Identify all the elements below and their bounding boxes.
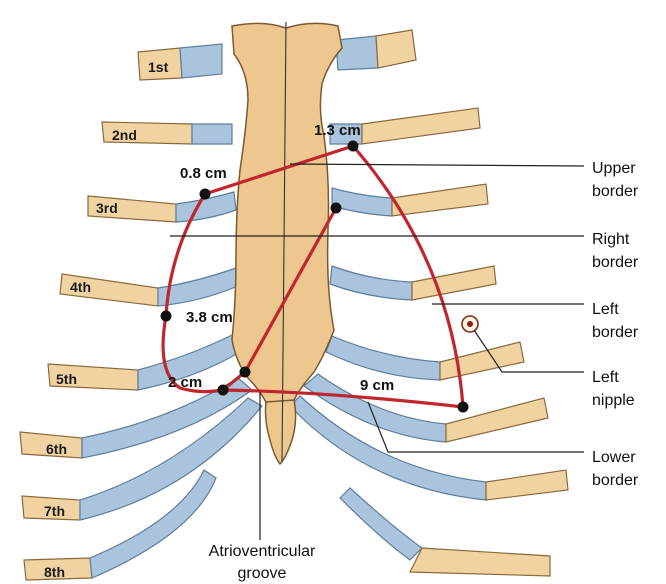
rib-2-left xyxy=(362,108,480,144)
xiphoid-process xyxy=(266,400,296,464)
measure-upper-right: 0.8 cm xyxy=(180,165,227,182)
point-apex xyxy=(458,402,469,413)
rib-label-5: 5th xyxy=(56,371,77,387)
label-right-border-2: border xyxy=(592,254,639,271)
cartilage-2-right xyxy=(192,124,232,144)
measure-right-border: 3.8 cm xyxy=(186,309,233,326)
rib-1-left xyxy=(376,30,416,68)
rib-label-4: 4th xyxy=(70,279,91,295)
cartilage-5-left xyxy=(326,336,440,380)
label-upper-border-1: Upper xyxy=(592,160,636,177)
label-av-groove-1: Atrioventricular xyxy=(209,543,316,560)
point-lower-right xyxy=(218,385,229,396)
cartilage-3-left xyxy=(332,188,392,216)
label-upper-border-2: border xyxy=(592,183,639,200)
sternum-body xyxy=(232,23,342,402)
label-right-border-1: Right xyxy=(592,231,630,248)
cartilage-1-right xyxy=(180,44,222,78)
label-left-border-2: border xyxy=(592,324,639,341)
label-left-nipple-2: nipple xyxy=(592,392,635,409)
left-ribs xyxy=(290,30,568,576)
label-left-nipple-1: Left xyxy=(592,369,619,386)
rib-8-left xyxy=(410,548,550,576)
label-lower-border-1: Lower xyxy=(592,449,636,466)
rib-label-2: 2nd xyxy=(112,127,137,143)
leader-upper-border xyxy=(290,164,584,166)
cartilage-4-left xyxy=(330,266,412,300)
rib-4-left xyxy=(412,266,496,300)
rib-label-8: 8th xyxy=(44,564,65,580)
measure-upper-left: 1.3 cm xyxy=(314,122,361,139)
rib-7-left xyxy=(486,470,568,500)
cartilage-8-left xyxy=(340,488,422,560)
rib-label-7: 7th xyxy=(44,503,65,519)
point-right-border xyxy=(161,311,172,322)
measure-lower-left: 9 cm xyxy=(360,377,394,394)
cartilage-1-left xyxy=(336,36,378,70)
rib-label-3: 3rd xyxy=(96,200,118,216)
rib-label-1: 1st xyxy=(148,59,169,75)
point-av-upper xyxy=(331,203,342,214)
point-av-lower xyxy=(240,367,251,378)
point-upper-right xyxy=(200,189,211,200)
label-av-groove-2: groove xyxy=(238,565,287,582)
rib-5-left xyxy=(440,342,524,380)
rib-label-6: 6th xyxy=(46,441,67,457)
label-lower-border-2: border xyxy=(592,472,639,489)
left-nipple-marker xyxy=(462,316,478,332)
point-upper-left xyxy=(348,141,359,152)
label-left-border-1: Left xyxy=(592,301,619,318)
rib-3-left xyxy=(392,184,488,216)
measure-lower-right: 2 cm xyxy=(168,374,202,391)
